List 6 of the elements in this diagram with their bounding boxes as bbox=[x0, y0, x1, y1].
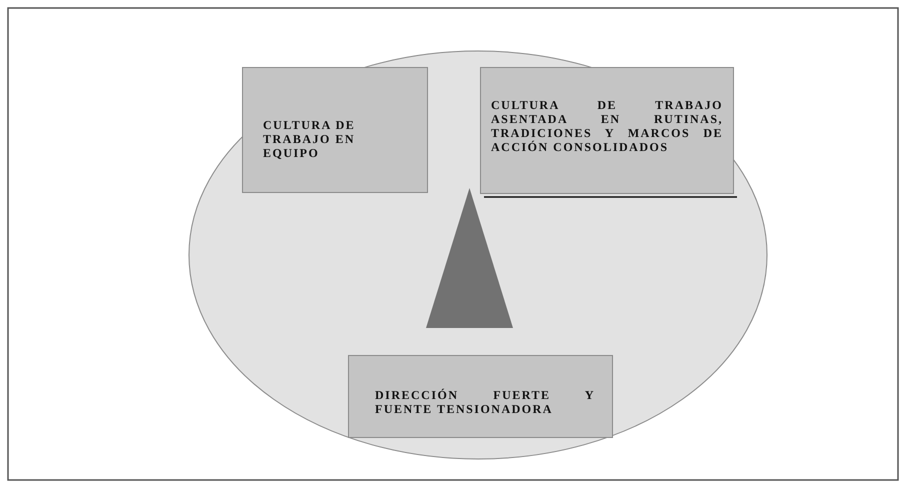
text-box bbox=[242, 67, 428, 193]
box-text: CULTURA DE TRABAJO EN EQUIPO bbox=[263, 118, 356, 160]
text-box bbox=[348, 355, 613, 438]
box-text: DIRECCIÓN FUERTE Y FUENTE TENSIONADORA bbox=[375, 388, 595, 416]
text-box bbox=[480, 67, 734, 194]
box-text: CULTURA DE TRABAJO ASENTADA EN RUTINAS, TRADICIONES Y MARCOS DE ACCIÓN CONSOLIDADOS bbox=[491, 98, 723, 154]
